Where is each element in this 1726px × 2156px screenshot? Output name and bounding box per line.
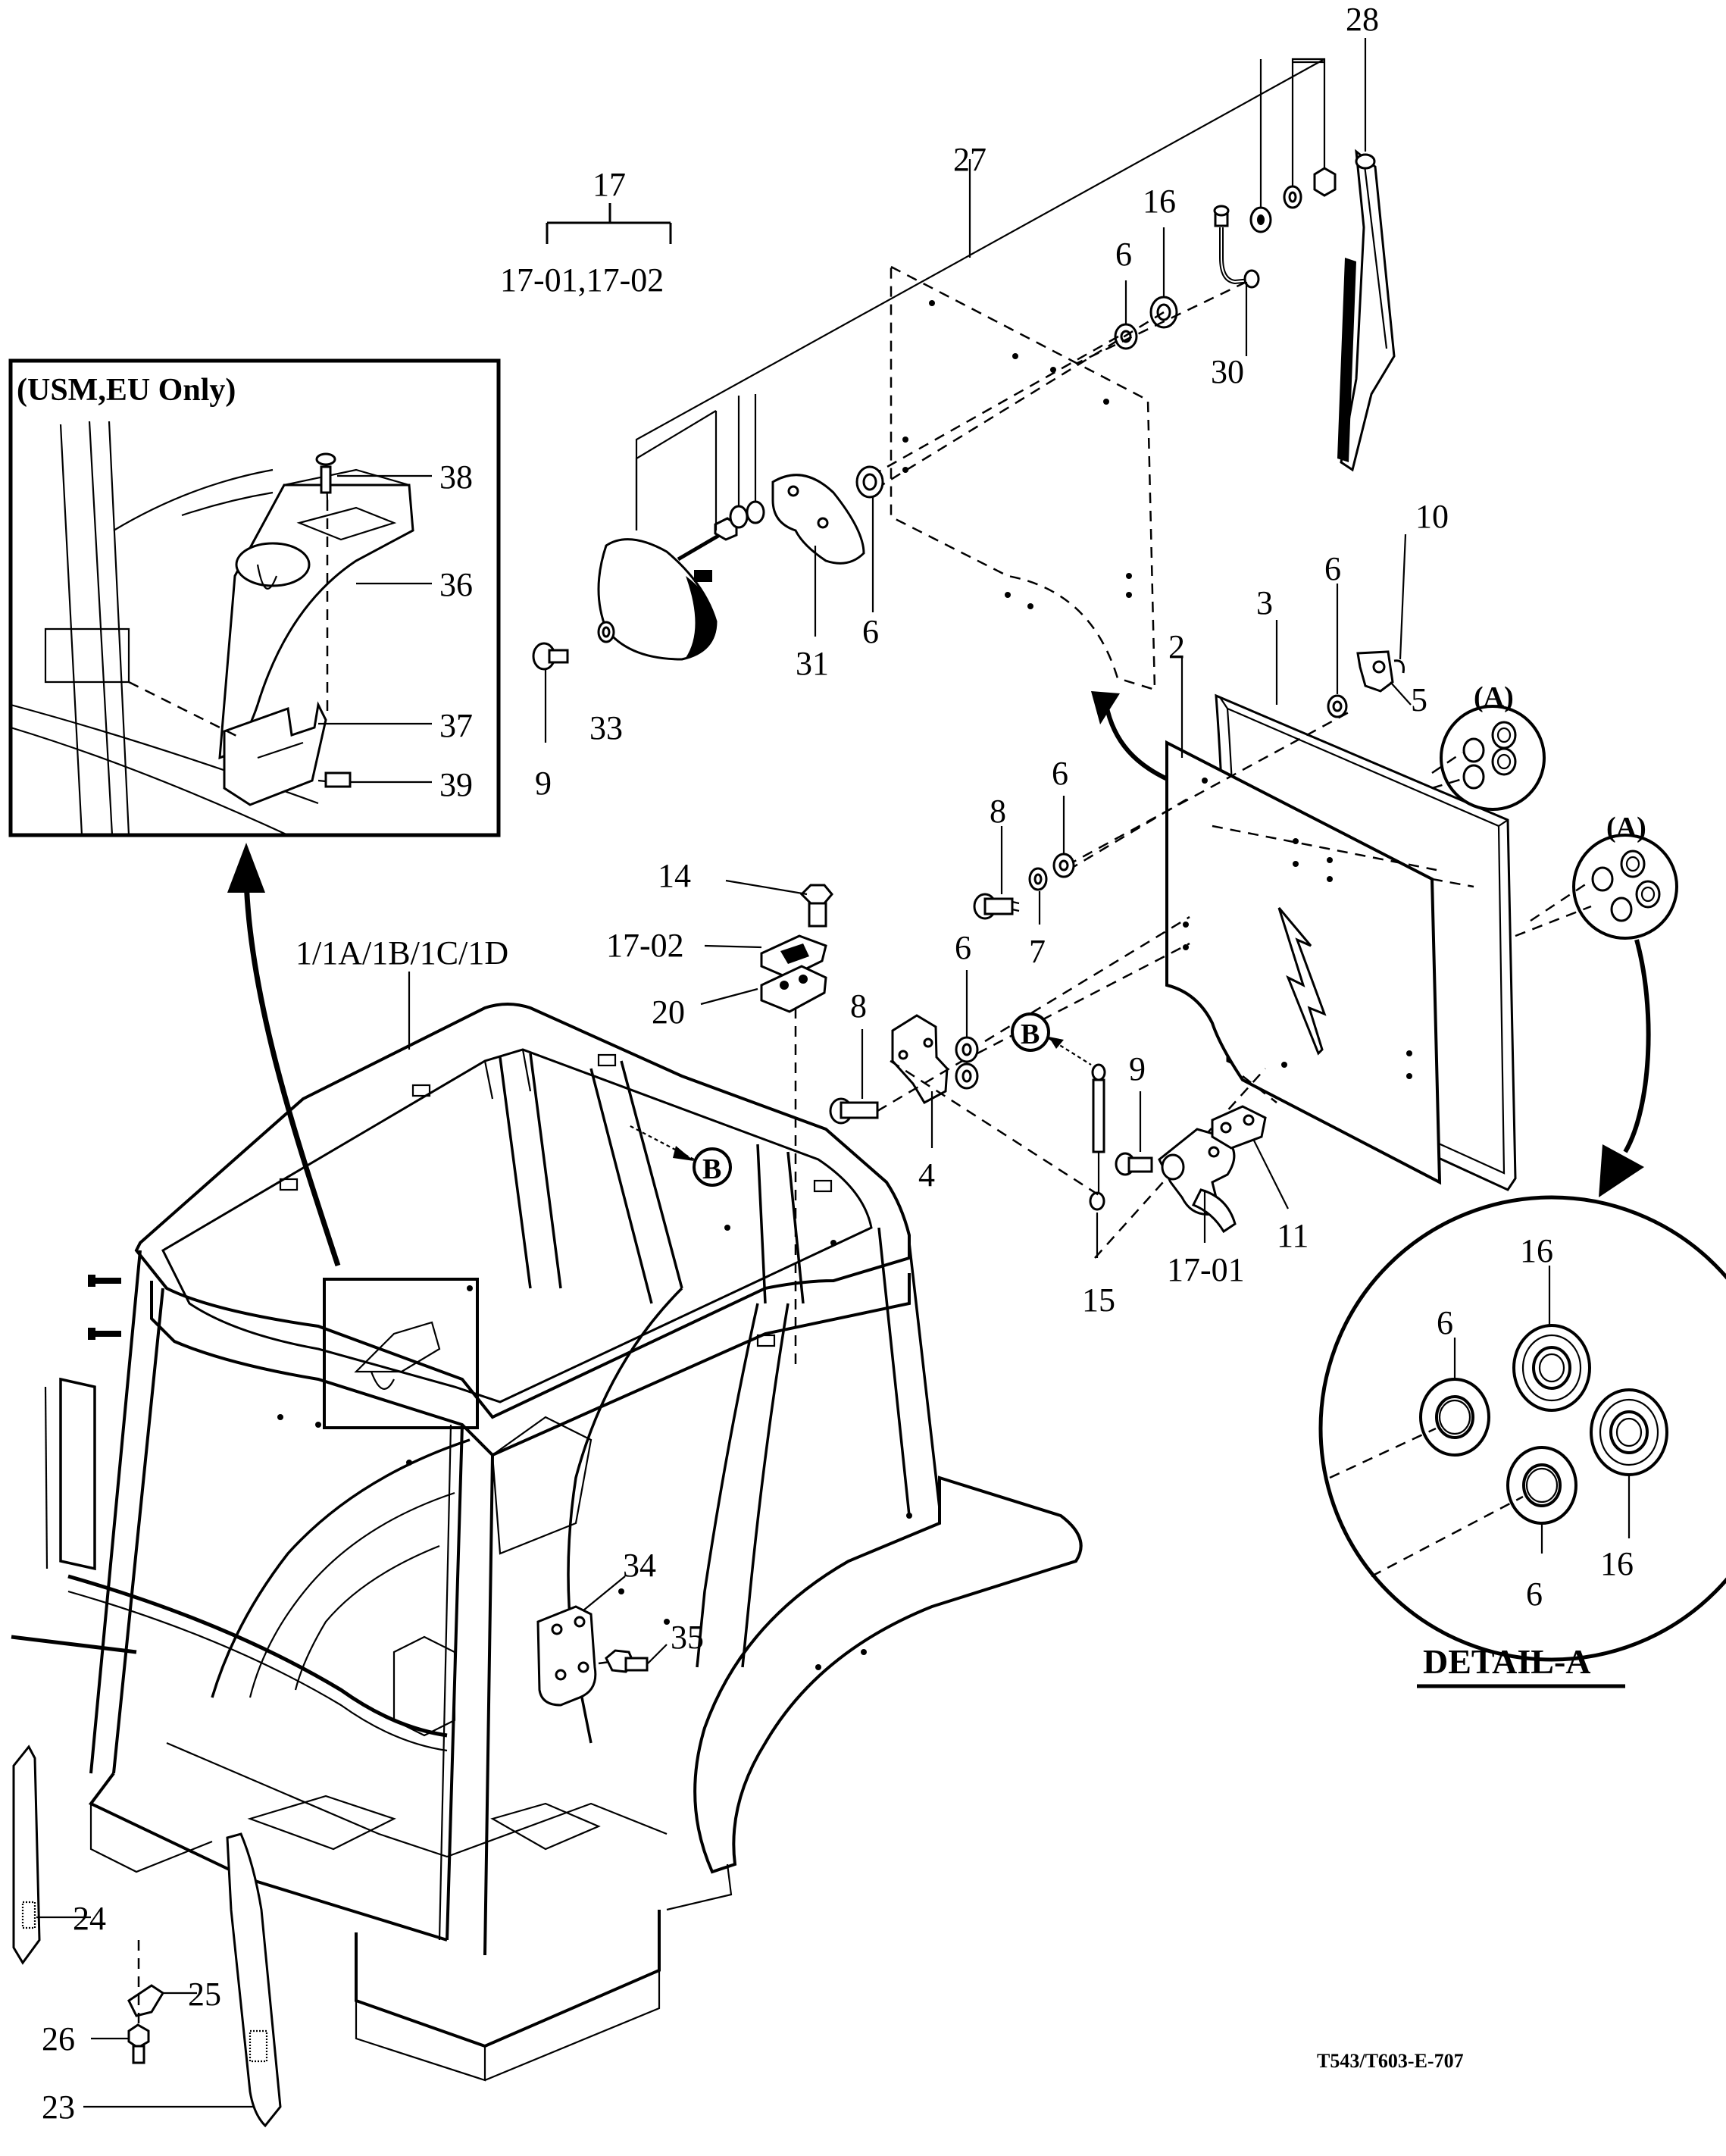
callout-36: 36 (439, 566, 473, 603)
arrow-head-icon (1599, 1144, 1644, 1197)
callout-15: 15 (1082, 1281, 1115, 1319)
callout-17-02: 17-02 (606, 927, 684, 964)
rear-glass-assembly: 2 3 6 5 10 (977, 498, 1517, 1259)
callout-33: 33 (589, 709, 623, 746)
callout-26: 26 (42, 2020, 75, 2057)
inset-title: (USM,EU Only) (17, 373, 236, 408)
cab-frame: 1/1A/1B/1C/1D (11, 934, 1083, 2082)
inset-link-arrow (243, 878, 341, 1267)
callout-16: 16 (1143, 183, 1176, 220)
drawing-code: T543/T603-E-707 (1317, 2050, 1464, 2072)
callout-10: 10 (1415, 498, 1449, 535)
group-17-bracket: 17 17-01,17-02 (500, 166, 672, 299)
marker-b-left: B (702, 1153, 721, 1185)
callout-6-seal: 6 (1324, 550, 1341, 587)
callout-30: 30 (1211, 353, 1244, 390)
arrow-head-icon (673, 1146, 694, 1161)
work-lamp-assembly: 31 6 33 9 (532, 394, 884, 802)
top-hardware: 30 16 6 (635, 58, 1337, 530)
callout-31: 31 (796, 645, 829, 682)
arrow-head-icon (1091, 691, 1120, 724)
callout-35: 35 (671, 1619, 704, 1656)
usm-eu-detail-inset: (USM,EU Only) 38 36 37 39 (8, 358, 501, 837)
detail-a-callout-16-top: 16 (1520, 1232, 1553, 1269)
callout-7: 7 (1029, 933, 1046, 970)
callout-39: 39 (439, 766, 473, 803)
detail-a-title: DETAIL-A (1423, 1642, 1591, 1681)
callout-20: 20 (652, 994, 685, 1031)
callout-25: 25 (188, 1976, 221, 2013)
marker-b-right: B (1021, 1019, 1040, 1050)
detail-a-marker-1: (A) (1431, 681, 1546, 811)
callout-8-top: 8 (990, 793, 1006, 830)
callout-6-mid: 6 (1052, 755, 1068, 792)
callout-6-lamp: 6 (862, 613, 879, 650)
callout-28: 28 (1346, 1, 1379, 38)
detail-a-callout-6-left: 6 (1437, 1304, 1453, 1341)
callout-8-lower: 8 (850, 987, 867, 1025)
callout-37: 37 (439, 707, 473, 744)
detail-a-marker-2: (A) (1515, 812, 1678, 940)
rear-window-outline: 27 (868, 141, 1247, 691)
callout-4: 4 (918, 1156, 935, 1194)
seat-bracket-hardware: 34 35 (536, 1547, 704, 1707)
callout-6-bracket: 6 (955, 929, 971, 966)
marker-a-1: (A) (1474, 681, 1514, 713)
callout-11: 11 (1277, 1217, 1309, 1254)
callout-27: 27 (953, 141, 987, 178)
middle-hardware: 8 7 6 4 8 6 B (829, 755, 1309, 1319)
glass-link-arrow (1104, 704, 1172, 783)
callout-9-left: 9 (535, 765, 552, 802)
callout-24: 24 (73, 1900, 106, 1937)
arrow-head-icon (227, 843, 265, 893)
callout-14: 14 (658, 857, 691, 894)
cab-callout: 1/1A/1B/1C/1D (295, 934, 508, 972)
callout-23: 23 (42, 2089, 75, 2126)
detail-a-callout-16-right: 16 (1600, 1545, 1634, 1582)
upper-hinge-hardware: 14 17-02 20 (606, 857, 833, 1364)
callout-2: 2 (1168, 628, 1185, 665)
detail-a-callout-6-bottom: 6 (1526, 1576, 1543, 1613)
step-plates: 24 23 25 26 (12, 1745, 282, 2128)
callout-3: 3 (1256, 584, 1273, 621)
marker-a-2: (A) (1606, 812, 1646, 843)
detail-a-view: 6 16 16 6 DETAIL-A (1318, 1195, 1726, 1688)
detail-a-link-arrow (1623, 939, 1651, 1153)
arrow-head-icon (1049, 1037, 1064, 1049)
callout-17: 17 (593, 166, 626, 203)
callout-17-children: 17-01,17-02 (500, 261, 664, 299)
callout-38: 38 (439, 458, 473, 496)
callout-9-right: 9 (1129, 1050, 1146, 1087)
callout-5: 5 (1411, 681, 1427, 718)
callout-6-top: 6 (1115, 236, 1132, 273)
wiper-assembly: 28 (1337, 1, 1396, 472)
callout-17-01: 17-01 (1167, 1251, 1245, 1288)
callout-34: 34 (623, 1547, 656, 1584)
